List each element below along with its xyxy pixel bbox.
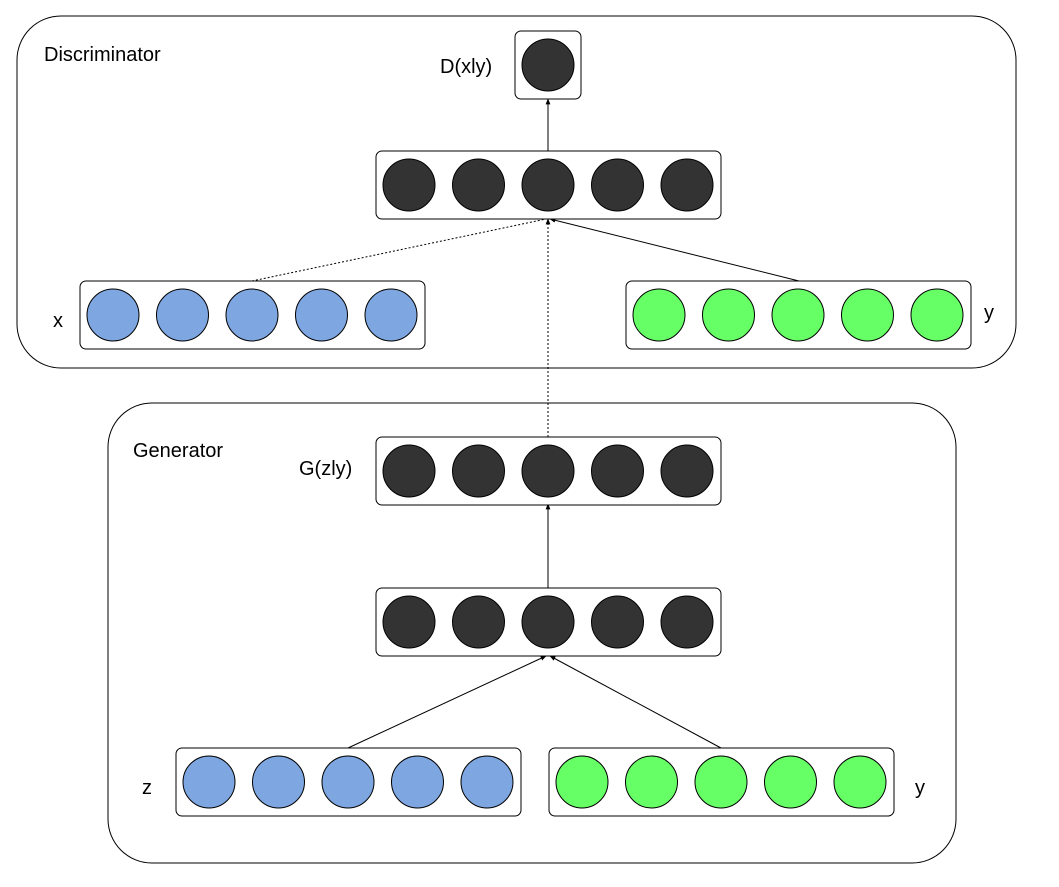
d-output-label: D(xly) bbox=[440, 56, 492, 78]
d-hidden-neuron-2 bbox=[452, 158, 505, 212]
generator-title: Generator bbox=[133, 440, 223, 462]
g-hidden-neuron-1 bbox=[382, 595, 436, 649]
d-input-y-neuron-3 bbox=[771, 288, 825, 342]
g-output-label: G(zly) bbox=[299, 458, 352, 480]
g-input-y-neuron-5 bbox=[833, 755, 887, 809]
d-input-x-neuron-2 bbox=[156, 288, 209, 342]
edge-z-to-g-hidden bbox=[347, 655, 547, 749]
g-input-y-neuron-4 bbox=[764, 755, 817, 809]
g-output-neuron-3 bbox=[521, 444, 575, 498]
discriminator-title: Discriminator bbox=[44, 44, 161, 66]
g-output-neuron-4 bbox=[591, 444, 644, 498]
d-input-x-neuron-1 bbox=[86, 288, 140, 342]
d-input-x-neuron-3 bbox=[225, 288, 279, 342]
d-input-x-neuron-4 bbox=[295, 288, 348, 342]
edge-y-to-g-hidden bbox=[549, 655, 722, 749]
d-hidden-neuron-3 bbox=[521, 158, 575, 212]
g-output-neuron-2 bbox=[452, 444, 505, 498]
g-output-neuron-5 bbox=[660, 444, 714, 498]
g-input-y-neuron-2 bbox=[625, 755, 678, 809]
x-input-label: x bbox=[53, 310, 63, 332]
edge-y-to-d-hidden bbox=[549, 217, 800, 282]
d-input-x-neuron-5 bbox=[364, 288, 418, 342]
g-input-z-neuron-4 bbox=[391, 755, 444, 809]
g-input-z-neuron-5 bbox=[460, 755, 514, 809]
neurons bbox=[86, 38, 964, 809]
g-y-input-label: y bbox=[915, 777, 925, 799]
d-output-neuron-1 bbox=[521, 38, 575, 92]
g-input-y-neuron-3 bbox=[694, 755, 748, 809]
d-hidden-neuron-5 bbox=[660, 158, 714, 212]
connections bbox=[251, 98, 800, 749]
d-input-y-neuron-4 bbox=[841, 288, 894, 342]
d-y-input-label: y bbox=[984, 302, 994, 324]
g-hidden-neuron-4 bbox=[591, 595, 644, 649]
d-input-y-neuron-2 bbox=[702, 288, 755, 342]
d-hidden-neuron-1 bbox=[382, 158, 436, 212]
g-input-z-neuron-3 bbox=[321, 755, 375, 809]
d-hidden-neuron-4 bbox=[591, 158, 644, 212]
g-hidden-neuron-2 bbox=[452, 595, 505, 649]
g-input-z-neuron-1 bbox=[182, 755, 236, 809]
d-input-y-neuron-1 bbox=[632, 288, 686, 342]
z-input-label: z bbox=[142, 777, 152, 799]
g-input-z-neuron-2 bbox=[252, 755, 305, 809]
g-hidden-neuron-5 bbox=[660, 595, 714, 649]
g-hidden-neuron-3 bbox=[521, 595, 575, 649]
g-output-neuron-1 bbox=[382, 444, 436, 498]
d-input-y-neuron-5 bbox=[910, 288, 964, 342]
g-input-y-neuron-1 bbox=[555, 755, 609, 809]
